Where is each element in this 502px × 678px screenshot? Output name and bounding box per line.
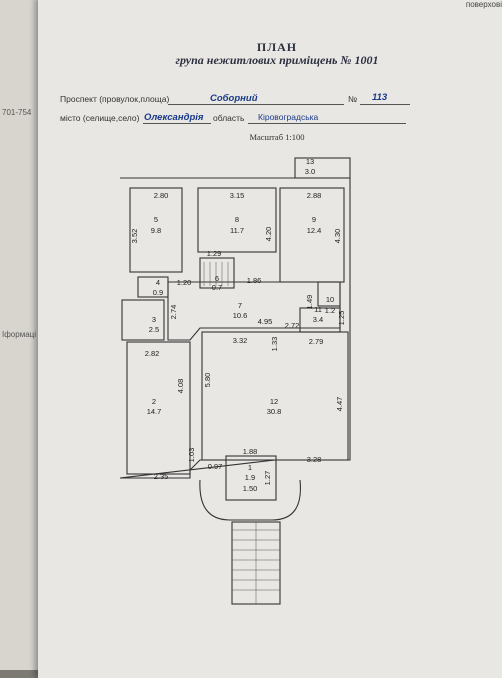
room-9-area: 12.4 xyxy=(307,226,322,235)
room-2-area: 14.7 xyxy=(147,407,162,416)
stairs-block xyxy=(199,257,235,289)
scale-text: Масштаб 1:100 xyxy=(249,132,305,142)
dim-label: 1.49 xyxy=(305,295,314,310)
room-3-number: 3 xyxy=(152,315,156,324)
edge-text-bottom: Іформаці xyxy=(2,330,37,339)
street-value: Соборний xyxy=(210,93,258,104)
dim-label: 2.82 xyxy=(145,349,160,358)
room-13-number: 13 xyxy=(306,157,314,166)
dim-label: 1.29 xyxy=(207,249,222,258)
dim-label: 1.86 xyxy=(247,276,262,285)
room-12-number: 12 xyxy=(270,397,278,406)
room-12-outline xyxy=(201,331,349,461)
city-value: Олександрія xyxy=(144,112,204,123)
room-2-outline xyxy=(126,341,191,475)
street-underline xyxy=(168,104,344,105)
dim-label: 3.15 xyxy=(230,191,245,200)
plan-subtitle: група нежитлових приміщень № 1001 xyxy=(175,53,379,67)
dim-label: 1.20 xyxy=(177,278,192,287)
porch-outline xyxy=(199,479,301,521)
room-4-area: 0.9 xyxy=(153,288,163,297)
room-10-number: 10 xyxy=(326,295,334,304)
dim-label: 0.97 xyxy=(208,462,223,471)
dim-label: 2.88 xyxy=(307,191,322,200)
dim-label: 1.25 xyxy=(337,311,346,326)
room-13-area: 3.0 xyxy=(305,167,315,176)
dim-label: 3.52 xyxy=(130,229,139,244)
street-label: Проспект (провулок,площа) xyxy=(60,94,170,104)
dim-label: 2.35 xyxy=(154,472,169,481)
dim-label: 2.79 xyxy=(309,337,324,346)
dim-label: 2.72 xyxy=(285,321,300,330)
dim-label: 1.03 xyxy=(187,448,196,463)
room-12-area: 30.8 xyxy=(267,407,282,416)
region-underline xyxy=(248,123,406,124)
room-6-area: 0.7 xyxy=(212,283,222,292)
dim-label: 2.80 xyxy=(154,191,169,200)
room-13-outline xyxy=(294,157,351,179)
room-2-number: 2 xyxy=(152,397,156,406)
dim-label: 4.47 xyxy=(335,397,344,412)
room-1-number: 1 xyxy=(248,463,252,472)
room-7-number: 7 xyxy=(238,301,242,310)
dim-label: 1.88 xyxy=(243,447,258,456)
room-5-area: 9.8 xyxy=(151,226,161,235)
region-label: область xyxy=(213,113,245,123)
room-10-outline xyxy=(317,281,341,307)
room-9-number: 9 xyxy=(312,215,316,224)
document-sheet: поверхові ПЛАН група нежитлових приміщен… xyxy=(38,0,502,678)
room-7-area: 10.6 xyxy=(233,311,248,320)
dim-label: 4.30 xyxy=(333,229,342,244)
room-11-area: 3.4 xyxy=(313,315,323,324)
city-underline xyxy=(143,123,211,124)
room-8-outline xyxy=(197,187,277,253)
number-value: 113 xyxy=(372,92,388,103)
room-8-number: 8 xyxy=(235,215,239,224)
dim-label: 1.33 xyxy=(270,337,279,352)
room-1-area: 1.9 xyxy=(245,473,255,482)
room-3-area: 2.5 xyxy=(149,325,159,334)
number-underline xyxy=(360,104,410,105)
room-1-outline xyxy=(225,455,277,501)
dim-label: 2.74 xyxy=(169,305,178,320)
dim-label: 5.80 xyxy=(203,373,212,388)
dim-label: 4.20 xyxy=(264,227,273,242)
room-5-number: 5 xyxy=(154,215,158,224)
room-6-number: 6 xyxy=(215,274,219,283)
dim-label: 3.28 xyxy=(307,455,322,464)
corner-text: поверхові xyxy=(465,0,502,9)
city-label: місто (селище,село) xyxy=(60,113,140,123)
region-value: Кіровоградська xyxy=(258,112,319,122)
plan-title: ПЛАН xyxy=(256,40,298,54)
edge-text-top: 701-754 xyxy=(2,108,32,117)
dim-label: 4.95 xyxy=(258,317,273,326)
dim-label: 1.50 xyxy=(243,484,258,493)
room-5-outline xyxy=(129,187,183,273)
dim-label: 3.32 xyxy=(233,336,248,345)
dim-label: 1.27 xyxy=(263,471,272,486)
room-11-number: 11 xyxy=(314,305,322,314)
room-8-area: 11.7 xyxy=(230,226,244,235)
room-10-area: 1.2 xyxy=(325,306,335,315)
dim-label: 4.08 xyxy=(176,379,185,394)
room-3-outline xyxy=(121,299,165,341)
room-4-number: 4 xyxy=(156,278,160,287)
number-label: № xyxy=(348,94,358,104)
